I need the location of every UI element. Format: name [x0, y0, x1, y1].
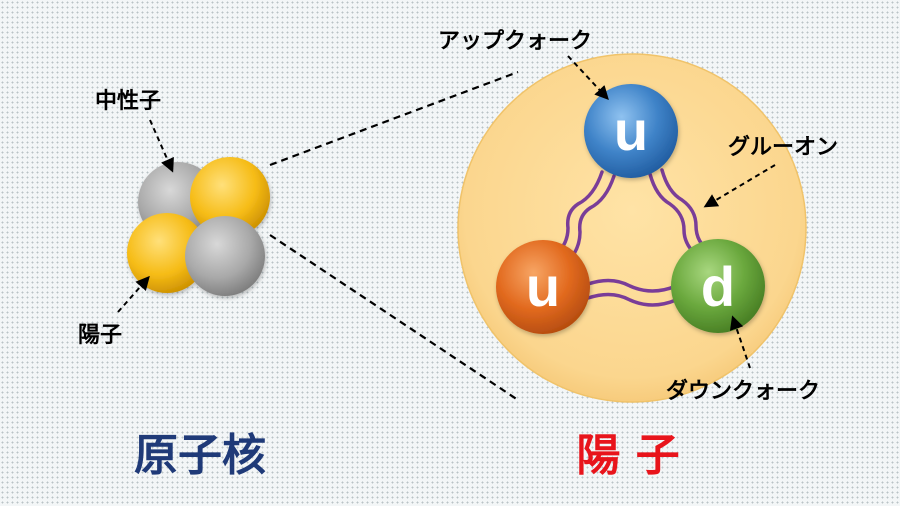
gluon-lines — [550, 168, 712, 307]
neutron-nucleon-front — [185, 216, 265, 296]
up-quark-top-sphere — [584, 84, 678, 178]
up-quark-left-sphere — [496, 240, 590, 334]
gluon-top-right-b — [660, 168, 712, 254]
gluon-left-right-b — [586, 292, 678, 307]
down-quark-label: ダウンクォーク — [666, 378, 820, 404]
up-quark-left: u — [496, 240, 590, 334]
proton-title: 陽 子 — [576, 430, 679, 481]
neutron-label: 中性子 — [95, 89, 161, 114]
proton-small-arrow — [117, 275, 150, 313]
up-quark-left-letter: u — [526, 255, 560, 318]
up-quark-label: アップクォーク — [438, 29, 592, 54]
up-quark-arrow — [567, 55, 609, 101]
gluon-top-left-a — [550, 170, 604, 260]
up-quark-top-letter: u — [614, 99, 648, 162]
down-quark: d — [671, 239, 765, 333]
down-quark-sphere — [671, 239, 765, 333]
zoom-line-top — [269, 70, 519, 167]
gluon-arrow — [703, 164, 776, 208]
up-quark-top: u — [584, 84, 678, 178]
proton-small-label: 陽子 — [78, 323, 122, 348]
nucleus-title: 原子核 — [134, 430, 266, 481]
down-quark-letter: d — [701, 255, 735, 318]
zoom-line-bottom — [269, 234, 519, 401]
proton-nucleon-front — [127, 213, 207, 293]
gluon-label: グルーオン — [728, 134, 838, 160]
gluon-top-right-a — [648, 172, 702, 260]
proton-nucleon-back — [190, 157, 270, 237]
gluon-left-right-a — [586, 278, 678, 293]
gluon-top-left-b — [564, 174, 616, 266]
nucleus — [127, 157, 270, 296]
neutron-arrow — [149, 119, 174, 173]
